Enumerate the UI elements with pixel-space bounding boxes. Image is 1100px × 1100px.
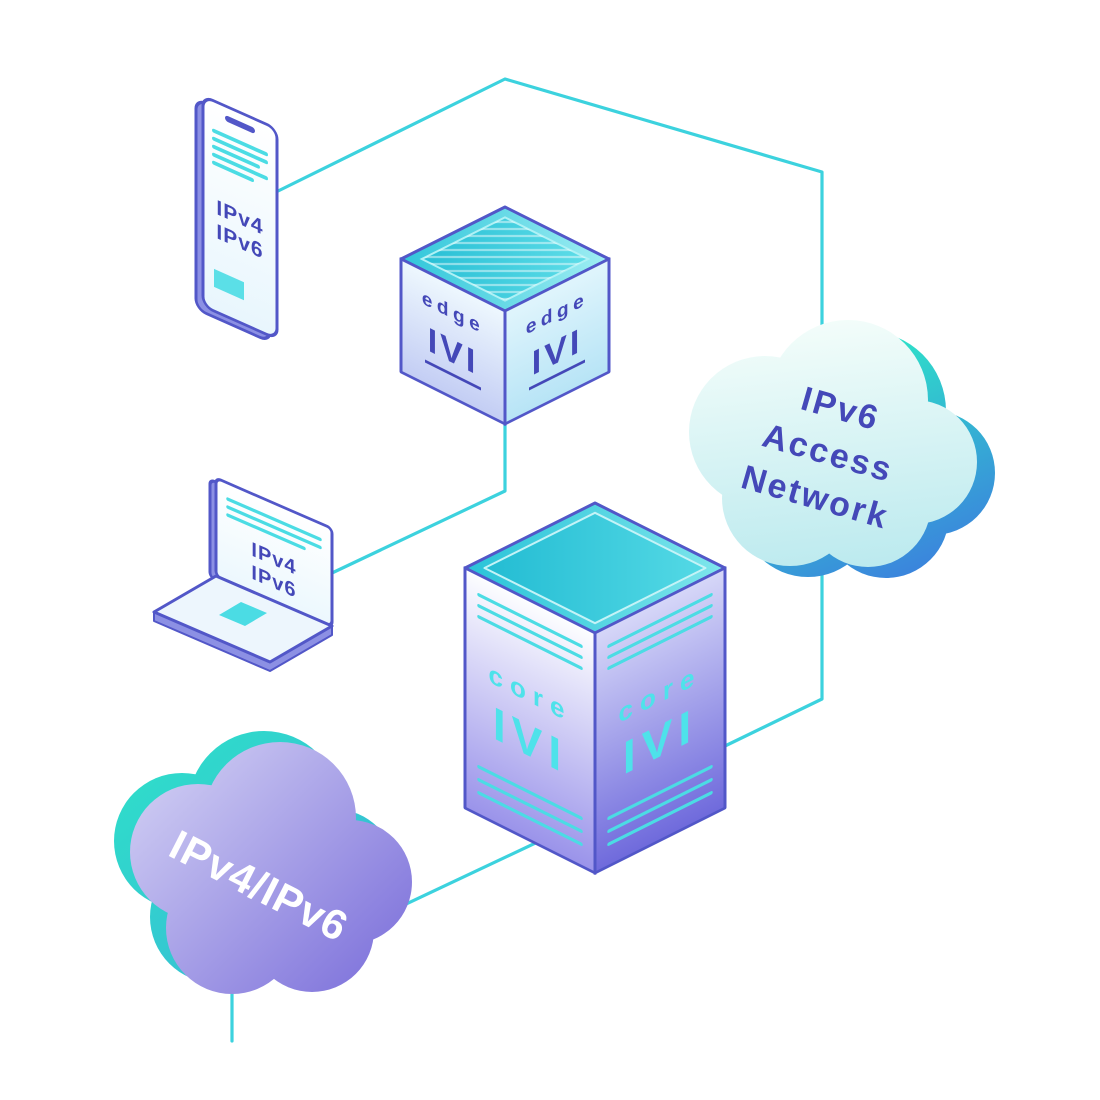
core-router-right-panel xyxy=(593,566,727,875)
access-network-cloud: IPv6 Access Network xyxy=(689,320,995,578)
access-cloud-body xyxy=(689,320,977,567)
phone-bottom-block xyxy=(214,268,244,301)
edge-router-left-face: edge IVI xyxy=(399,257,507,426)
edge-router-right-underline xyxy=(529,359,585,391)
phone-speaker xyxy=(225,115,255,134)
core-right-top-stripes xyxy=(607,593,713,670)
core-router-right-face: core IVI xyxy=(593,566,727,875)
transit-cloud-body xyxy=(130,742,412,994)
edge-router-node: edge IVI edge IVI xyxy=(399,205,611,426)
edge-router-left-underline xyxy=(425,359,481,391)
laptop-trackpad xyxy=(219,602,267,626)
core-router-top-panel xyxy=(483,511,707,625)
core-router-node: core IVI core IVI xyxy=(463,501,727,875)
smartphone-node: IPv4 IPv6 xyxy=(194,97,279,340)
edge-router-right-panel xyxy=(503,257,611,426)
core-left-top-stripes xyxy=(477,593,583,670)
edge-router-top-panel xyxy=(419,216,591,302)
edge-router-right-face: edge IVI xyxy=(503,257,611,426)
connector-phone-edge-cloud xyxy=(268,77,824,748)
core-router-left-face: core IVI xyxy=(463,566,597,875)
laptop-node: IPv4 IPv6 xyxy=(152,478,334,672)
core-left-bottom-stripes xyxy=(477,765,583,846)
core-right-bottom-stripes xyxy=(607,765,713,846)
laptop-screen-stripes xyxy=(226,497,322,551)
ipv4-ipv6-cloud: IPv4/IPv6 xyxy=(114,731,412,994)
connector-edge-laptop xyxy=(330,422,507,575)
phone-screen-stripes xyxy=(212,128,268,183)
